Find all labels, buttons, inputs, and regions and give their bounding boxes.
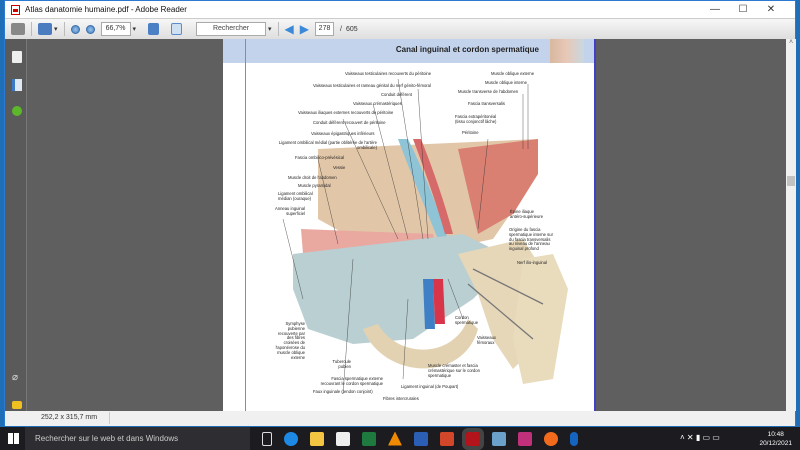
status-bar: 252,2 x 315,7 mm bbox=[5, 411, 795, 426]
clock-time: 10:48 bbox=[767, 431, 784, 438]
zoom-in-button[interactable] bbox=[85, 24, 95, 34]
photos-icon[interactable] bbox=[492, 431, 506, 446]
page-total: 605 bbox=[345, 25, 358, 33]
share-icon[interactable] bbox=[38, 23, 52, 35]
horizontal-scrollbar[interactable] bbox=[109, 412, 781, 424]
scroll-thumb[interactable] bbox=[787, 176, 795, 186]
figure-label: Fascia extrapéritonéal (tissu conjonctif… bbox=[455, 114, 497, 124]
navigation-sidebar: ⌀ bbox=[5, 39, 27, 411]
firefox-icon[interactable] bbox=[544, 431, 558, 446]
figure-label: Vessie bbox=[333, 165, 346, 170]
figure-label: Origine du fascia spermatique interne su… bbox=[509, 227, 553, 252]
figure-label: Tubercule pubien bbox=[332, 359, 351, 369]
page-separator: / bbox=[340, 25, 342, 33]
minimize-button[interactable]: — bbox=[710, 4, 720, 15]
tray-icons[interactable]: ˄ ✕ ▮ ▭ ▭ bbox=[680, 433, 720, 442]
figure-label: Vaisseaux testiculaires et rameau génita… bbox=[313, 83, 431, 88]
store-icon[interactable] bbox=[336, 431, 350, 446]
toolbar: ▾ 66,7% ▾ Rechercher ▾ ◀ ▶ 278 / 605 bbox=[5, 18, 795, 39]
next-page-icon[interactable]: ▶ bbox=[299, 22, 310, 36]
pages-icon[interactable] bbox=[12, 51, 22, 63]
figure-label: Fascia spermatique externe recouvrant le… bbox=[320, 376, 383, 386]
task-view-icon[interactable] bbox=[262, 431, 272, 446]
bookmarks-icon[interactable] bbox=[12, 79, 22, 91]
anatomical-illustration bbox=[282, 78, 568, 395]
scroll-up-arrow[interactable]: ˄ bbox=[788, 39, 794, 46]
pdf-app-icon bbox=[11, 4, 20, 15]
word-icon[interactable] bbox=[414, 431, 428, 446]
figure-label: Ligament inguinal (de Poupart) bbox=[401, 384, 459, 389]
figure-label: Muscle oblique externe bbox=[491, 71, 535, 76]
title-bar: Atlas danatomie humaine.pdf - Adobe Read… bbox=[5, 1, 795, 18]
page-size-readout: 252,2 x 315,7 mm bbox=[41, 414, 98, 421]
zoom-out-button[interactable] bbox=[70, 24, 80, 34]
edge-icon[interactable] bbox=[284, 431, 298, 446]
maximize-button[interactable]: ☐ bbox=[738, 4, 748, 15]
figure-label: Vaisseaux épigastriques inférieurs bbox=[311, 131, 375, 136]
save-icon[interactable] bbox=[148, 23, 160, 35]
vertical-scrollbar[interactable]: ˄ bbox=[786, 39, 796, 411]
share-dropdown-icon[interactable]: ▾ bbox=[54, 26, 58, 33]
adobe-reader-window: Atlas danatomie humaine.pdf - Adobe Read… bbox=[4, 0, 796, 426]
search-input[interactable]: Rechercher bbox=[196, 22, 267, 36]
page-header-title: Canal inguinal et cordon spermatique bbox=[395, 45, 539, 54]
page-number-input[interactable]: 278 bbox=[315, 22, 335, 36]
figure-label: Cordon spermatique bbox=[455, 315, 479, 325]
fit-page-icon[interactable] bbox=[171, 23, 183, 35]
help-icon[interactable] bbox=[12, 106, 22, 116]
figure-label: Fascia ombilico-prévésical bbox=[295, 155, 345, 160]
figure-label: Muscle transverse de l'abdomen bbox=[458, 89, 519, 94]
figure-label: Anneau inguinal superficiel bbox=[274, 206, 305, 216]
excel-icon[interactable] bbox=[362, 431, 376, 446]
powerpoint-icon[interactable] bbox=[440, 431, 454, 446]
figure-label: Muscle oblique interne bbox=[485, 80, 527, 85]
figure-label: Conduit déférent bbox=[381, 92, 412, 97]
window-title: Atlas danatomie humaine.pdf - Adobe Read… bbox=[25, 5, 187, 14]
file-explorer-icon[interactable] bbox=[310, 431, 324, 446]
figure-label: Fascia transversalis bbox=[468, 101, 506, 106]
figure-label: Muscle pyramidal bbox=[298, 183, 331, 188]
figure-label: Muscle droit de l'abdomen bbox=[288, 175, 337, 180]
attachment-icon[interactable]: ⌀ bbox=[12, 372, 19, 383]
bluetooth-icon[interactable] bbox=[570, 431, 578, 446]
access-icon[interactable] bbox=[518, 431, 532, 446]
vlc-icon[interactable] bbox=[388, 431, 402, 446]
figure-label: Nerf ilio-inguinal bbox=[517, 260, 548, 265]
taskbar-search[interactable]: Rechercher sur le web et dans Windows bbox=[25, 427, 250, 450]
figure-label: Épine iliaque antéro-supérieure bbox=[510, 209, 544, 219]
close-button[interactable]: ✕ bbox=[766, 4, 776, 15]
pdf-page: Canal inguinal et cordon spermatique bbox=[223, 39, 596, 411]
figure-label: Vaisseaux iliaques externes recouverts d… bbox=[298, 110, 394, 115]
comments-icon[interactable] bbox=[12, 401, 22, 409]
figure-label: Faux inguinale (tendon conjoint) bbox=[313, 389, 373, 394]
figure-label: Péritoine bbox=[462, 130, 479, 135]
windows-start-icon[interactable] bbox=[8, 433, 19, 444]
zoom-level-field[interactable]: 66,7% bbox=[100, 22, 131, 36]
clock-date: 20/12/2021 bbox=[759, 440, 792, 447]
adobe-reader-taskbar-icon[interactable] bbox=[462, 427, 484, 450]
figure-label: Muscle crémaster et fascia crémastérique… bbox=[428, 363, 480, 378]
zoom-dropdown-icon[interactable]: ▾ bbox=[132, 26, 137, 33]
guide-line bbox=[245, 39, 246, 411]
page-header-band: Canal inguinal et cordon spermatique bbox=[223, 39, 594, 63]
windows-taskbar: Rechercher sur le web et dans Windows ˄ … bbox=[0, 427, 800, 450]
search-dropdown-icon[interactable]: ▾ bbox=[268, 26, 272, 33]
figure-label: Ligament ombilical médial (partie oblité… bbox=[278, 140, 377, 150]
figure-label: Vaisseaux fémoraux bbox=[477, 335, 497, 345]
previous-page-icon[interactable]: ◀ bbox=[284, 22, 294, 36]
figure-label: Fibres intercrurales bbox=[383, 396, 419, 401]
figure-label: Conduit déférent recouvert de péritoine bbox=[313, 120, 386, 125]
clock[interactable]: 10:48 20/12/2021 bbox=[759, 430, 792, 448]
figure-label: Vaisseaux crémastériques bbox=[353, 101, 402, 106]
print-icon[interactable] bbox=[11, 23, 25, 35]
header-thumbnail-image bbox=[550, 39, 584, 63]
figure-label: Vaisseaux testiculaires recouverts du pé… bbox=[345, 71, 432, 76]
figure-label: Symphyse pubienne recouverte par des fib… bbox=[275, 321, 305, 360]
figure-label: Ligament ombilical médian (ouraque) bbox=[278, 191, 313, 201]
